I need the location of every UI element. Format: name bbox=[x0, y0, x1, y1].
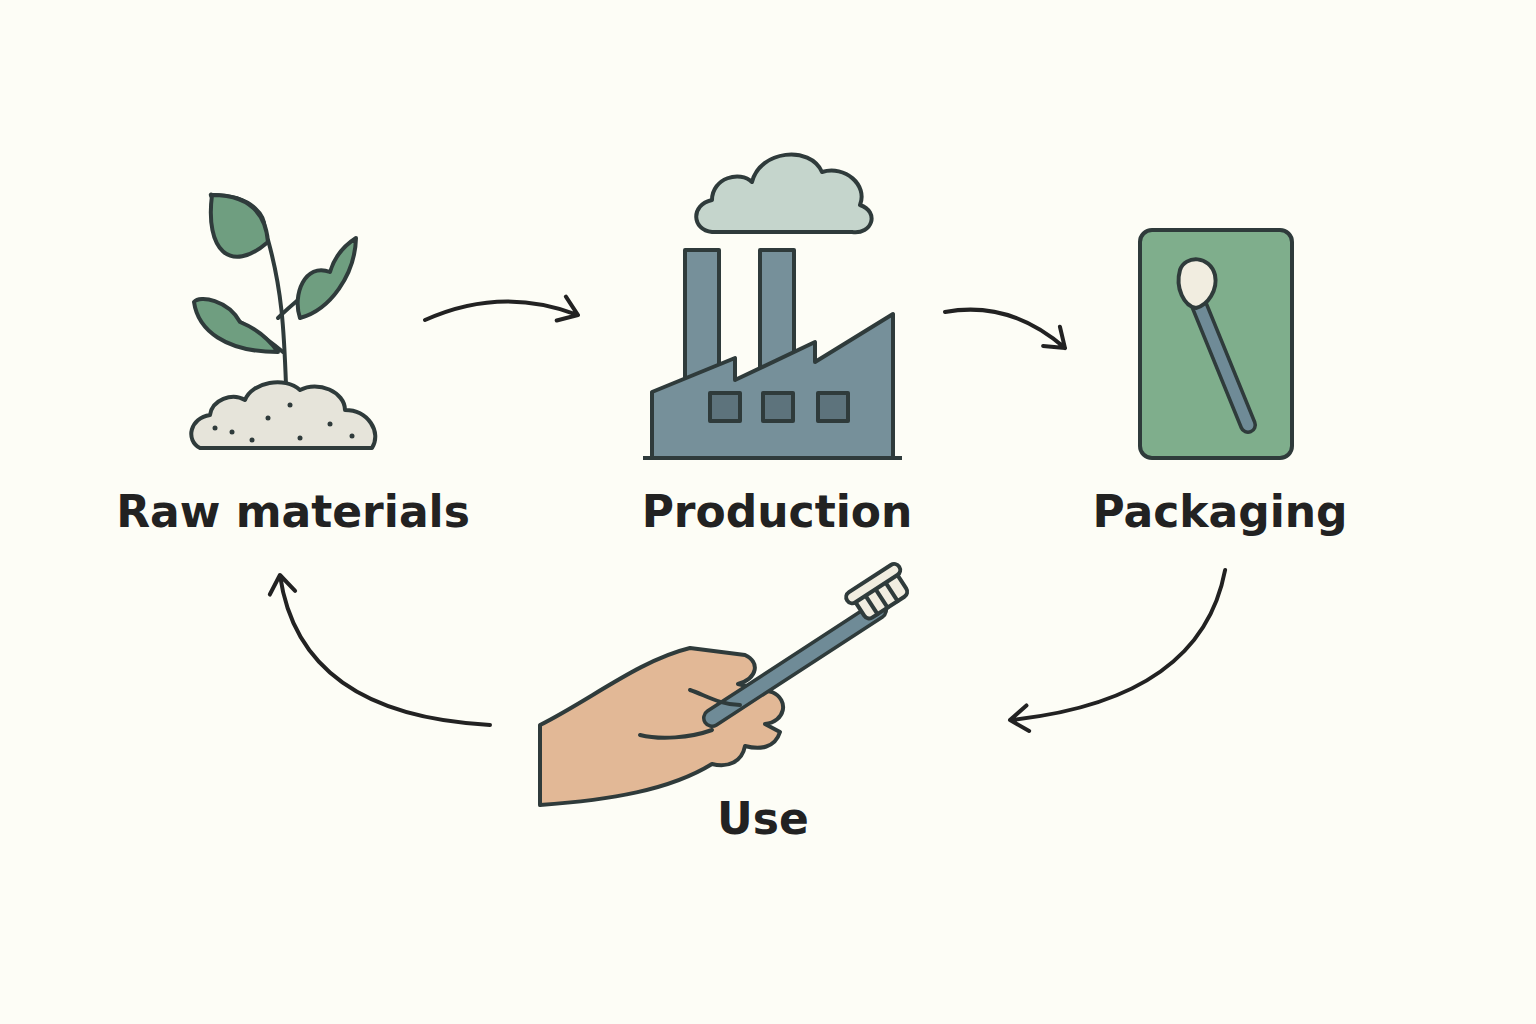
swab-stick-outline bbox=[1195, 295, 1248, 425]
cycle-arrow bbox=[945, 310, 1065, 348]
hand-icon bbox=[540, 562, 914, 805]
finger-line bbox=[640, 730, 712, 738]
toothbrush-handle bbox=[712, 610, 878, 718]
package-box bbox=[1140, 230, 1292, 458]
stage-node: Packaging bbox=[1140, 230, 1292, 458]
factory-icon bbox=[643, 155, 902, 458]
stage-label: Production bbox=[642, 485, 913, 538]
plant-leaf bbox=[194, 299, 278, 352]
package-icon bbox=[1140, 230, 1292, 458]
factory-building bbox=[652, 314, 893, 458]
factory-window bbox=[818, 393, 848, 421]
smoke-cloud bbox=[696, 155, 871, 233]
stage-node: Raw materials bbox=[185, 185, 395, 455]
plant-leaf bbox=[211, 195, 268, 257]
stage-node: Use bbox=[540, 580, 910, 790]
finger-line bbox=[690, 690, 740, 705]
stage-label: Use bbox=[717, 792, 809, 845]
plant-icon bbox=[191, 195, 375, 448]
factory-window bbox=[763, 393, 793, 421]
cycle-arrow bbox=[425, 297, 578, 321]
stage-label: Packaging bbox=[1092, 485, 1347, 538]
stage-node: Production bbox=[640, 140, 900, 460]
cycle-arrow bbox=[270, 575, 490, 725]
soil-dots bbox=[213, 403, 355, 443]
ground-line bbox=[643, 456, 902, 460]
plant-leaf bbox=[298, 238, 356, 318]
swab-head bbox=[1179, 259, 1216, 308]
hand bbox=[540, 648, 783, 805]
toothbrush-handle-outline bbox=[712, 610, 878, 718]
cycle-arrow bbox=[1010, 570, 1225, 731]
soil-mound bbox=[191, 382, 375, 448]
toothbrush-head bbox=[844, 562, 915, 624]
stage-label: Raw materials bbox=[116, 485, 470, 538]
swab-stick bbox=[1195, 295, 1248, 425]
factory-window bbox=[710, 393, 740, 421]
